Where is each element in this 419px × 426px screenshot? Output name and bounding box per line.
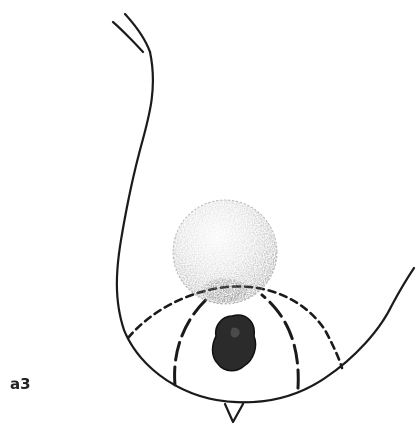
nipple bbox=[225, 404, 243, 422]
speckled-sphere bbox=[173, 200, 277, 304]
dashed-segment-right bbox=[262, 295, 298, 388]
upper-outline-stroke-left bbox=[113, 22, 143, 52]
panel-label: a3 bbox=[10, 375, 31, 393]
dark-mass bbox=[213, 315, 256, 371]
dashed-segment-left bbox=[175, 296, 210, 385]
